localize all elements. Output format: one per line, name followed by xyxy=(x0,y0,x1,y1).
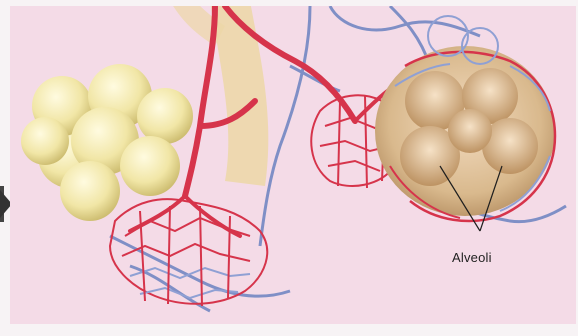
alveoli-illustration: Alveoli xyxy=(10,6,576,324)
capillary-bed-left xyxy=(110,199,267,306)
alveolar-sac xyxy=(375,16,555,221)
alveoli-label: Alveoli xyxy=(452,250,492,265)
lobule-cluster xyxy=(21,64,193,221)
alveoli-diagram xyxy=(10,6,576,324)
